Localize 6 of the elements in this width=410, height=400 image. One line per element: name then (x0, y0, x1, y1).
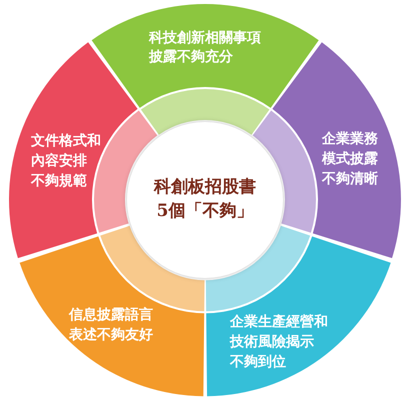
center-title: 科創板招股書5個「不夠」 (154, 176, 256, 223)
segment-text: 企業業務模式披露不夠清晰 (322, 130, 378, 189)
segment-text: 文件格式和內容安排不夠規範 (31, 132, 101, 191)
segment-text: 科技創新相關事項披露不夠充分 (148, 28, 261, 68)
segment-text: 信息披露語言表述不夠友好 (68, 306, 153, 346)
segment-text: 企業生產經營和技術風險揭示不夠到位 (230, 313, 328, 372)
